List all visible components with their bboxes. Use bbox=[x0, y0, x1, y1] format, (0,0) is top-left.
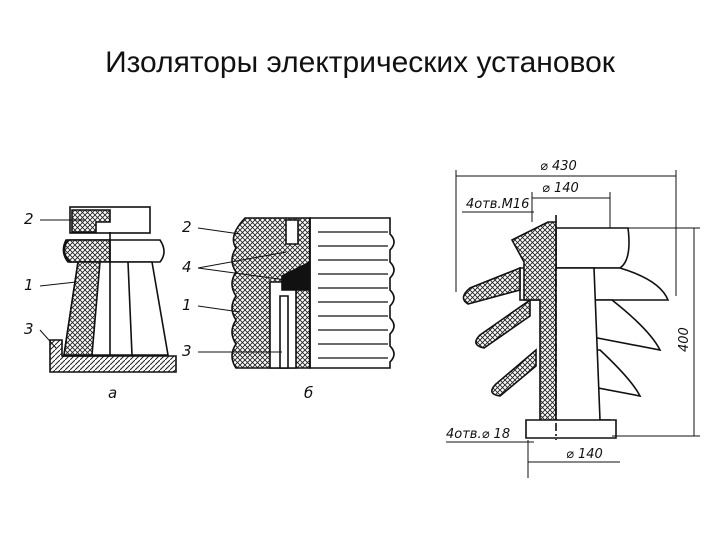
dim-bottom: ⌀ 140 bbox=[566, 447, 603, 462]
label-b-4: 4 bbox=[182, 258, 192, 276]
label-b-2: 2 bbox=[182, 218, 192, 236]
dim-top-inner: ⌀ 140 bbox=[542, 181, 579, 196]
insulator-a-labels: 2 1 3 а bbox=[24, 210, 117, 402]
caption-b: б bbox=[304, 384, 313, 402]
label-a-3: 3 bbox=[24, 320, 34, 338]
dim-height: 400 bbox=[677, 327, 692, 352]
dim-holes-bottom: 4отв.⌀ 18 bbox=[446, 427, 510, 442]
label-b-1: 1 bbox=[182, 296, 192, 314]
insulator-c bbox=[462, 215, 670, 440]
label-b-3: 3 bbox=[182, 342, 192, 360]
label-a-2: 2 bbox=[24, 210, 34, 228]
insulator-a bbox=[49, 206, 177, 373]
label-a-1: 1 bbox=[24, 276, 34, 294]
insulator-c-dimension-labels: ⌀ 430 ⌀ 140 4отв.М16 400 4отв.⌀ 18 ⌀ 140 bbox=[446, 159, 692, 462]
dim-top-outer: ⌀ 430 bbox=[540, 159, 577, 174]
insulator-c-dimensions bbox=[446, 170, 700, 478]
dim-holes-top: 4отв.М16 bbox=[466, 197, 529, 212]
insulator-b-labels: 2 4 1 3 б bbox=[182, 218, 313, 402]
slide-title: Изоляторы электрических установок bbox=[105, 46, 615, 79]
caption-a: а bbox=[108, 384, 117, 402]
insulator-b bbox=[231, 217, 395, 369]
